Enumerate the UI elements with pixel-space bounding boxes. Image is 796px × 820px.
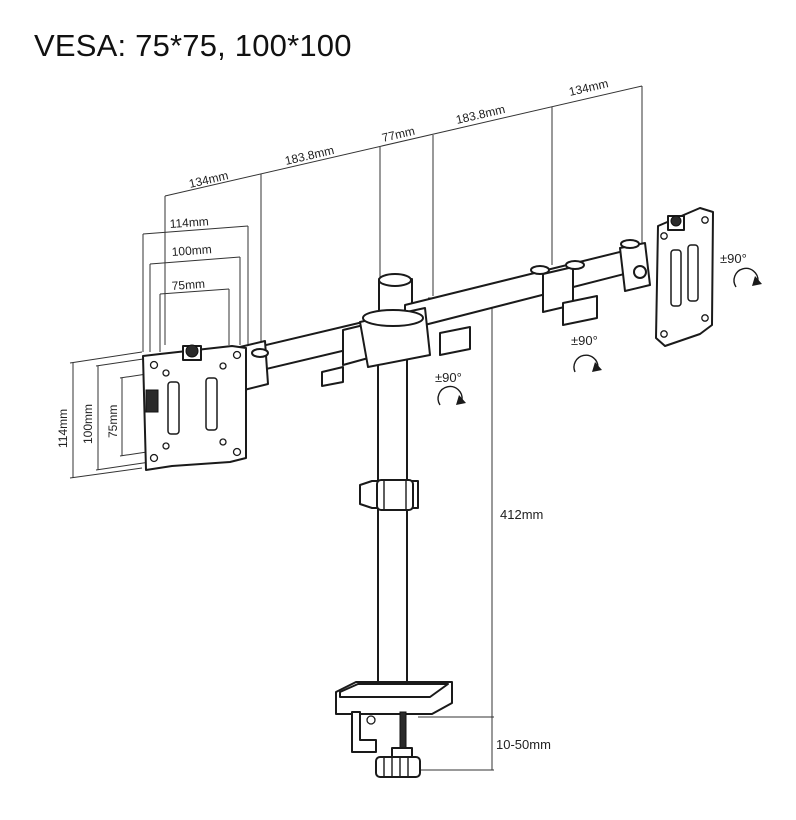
page-title: VESA: 75*75, 100*100 — [34, 28, 352, 63]
dim-plate-height-75: 75mm — [106, 405, 120, 438]
right-arm — [359, 239, 651, 368]
plate-width-dimensions — [142, 225, 249, 352]
top-dimension-lines — [164, 85, 643, 345]
dim-plate-width-100: 100mm — [171, 242, 212, 259]
cable-clip — [359, 479, 419, 511]
dim-pole-height: 412mm — [500, 507, 543, 522]
dim-plate-height-114: 114mm — [56, 409, 70, 448]
rotation-arrow-right-head-icon — [733, 267, 762, 288]
dim-plate-width-114: 114mm — [169, 214, 209, 231]
right-vesa-plate — [655, 207, 714, 347]
desk-clamp — [335, 681, 453, 778]
dim-arm-left-inner: 183.8mm — [284, 143, 336, 168]
rotation-arrow-right-arm-icon — [573, 354, 602, 373]
rotation-right-head-label: ±90° — [720, 251, 747, 266]
dim-clamp-range: 10-50mm — [496, 737, 551, 752]
rotation-right-arm-label: ±90° — [571, 333, 598, 348]
rotation-left-arm-label: ±90° — [435, 370, 462, 385]
dim-arm-right-outer: 134mm — [568, 76, 610, 99]
dim-plate-width-75: 75mm — [171, 277, 205, 293]
rotation-arrow-left-arm-icon — [437, 385, 466, 406]
dim-arm-left-outer: 134mm — [188, 168, 230, 191]
left-vesa-plate — [142, 344, 247, 471]
dim-plate-height-100: 100mm — [81, 404, 95, 444]
